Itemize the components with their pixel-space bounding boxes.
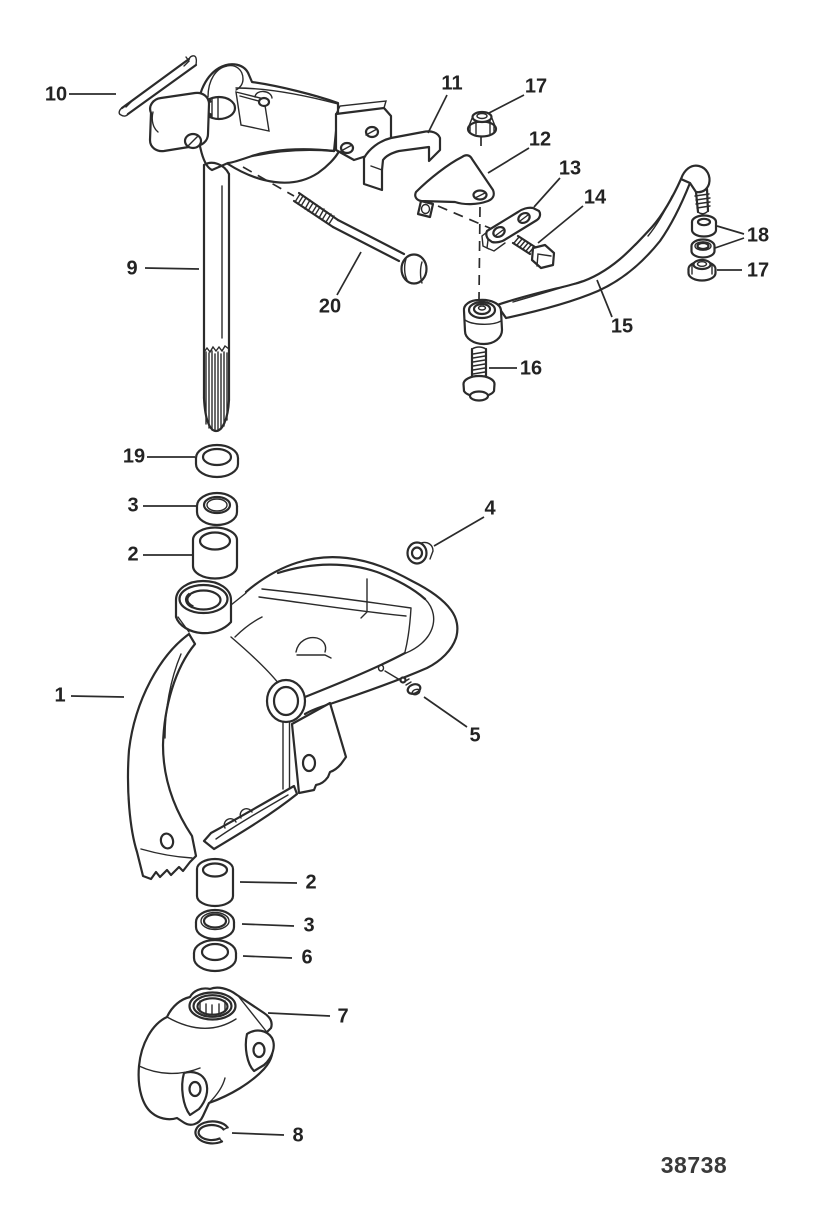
callout-labels: 10 9 20 11 17 12 13 14 15 16 18 17 19 3 …	[45, 72, 769, 1146]
leader-7	[267, 1012, 331, 1017]
part-17-locknut-right	[687, 258, 717, 282]
callout-6: 6	[301, 946, 312, 968]
leader-12	[487, 147, 530, 174]
leader-9	[144, 267, 200, 270]
callout-15: 15	[611, 315, 633, 337]
leader-lines	[69, 93, 745, 1136]
leader-1	[70, 695, 125, 698]
part-2-bushing-lower	[195, 857, 235, 908]
part-10-retainer-strip	[118, 55, 198, 117]
assembly-axis-diagonal-lower	[437, 205, 493, 230]
assembly-axis-diagonal-upper	[242, 166, 295, 197]
leader-6	[242, 955, 293, 959]
callout-19: 19	[123, 445, 145, 467]
part-19-thrust-washer	[194, 443, 240, 479]
part-20-pivot-bolt	[242, 166, 428, 285]
callout-3-lower: 3	[303, 914, 314, 936]
callout-5: 5	[469, 724, 480, 746]
callout-18: 18	[747, 224, 769, 246]
figure-number: 38738	[661, 1152, 727, 1178]
part-3-seal-upper	[195, 491, 239, 527]
callout-1: 1	[54, 684, 65, 706]
leader-15	[596, 279, 613, 318]
leader-20	[336, 251, 362, 296]
callout-4: 4	[484, 497, 496, 519]
part-9-swivel-shaft-arm	[148, 63, 393, 433]
part-11-clamp-bracket	[362, 130, 442, 192]
part-12-anchor-bracket	[414, 154, 495, 219]
leader-5	[423, 696, 468, 728]
callout-3-upper: 3	[127, 494, 138, 516]
callout-17-top: 17	[525, 75, 547, 97]
part-6-washer	[192, 938, 238, 973]
leader-14	[537, 205, 584, 244]
leader-11	[427, 94, 448, 134]
callout-9: 9	[126, 257, 137, 279]
leader-3-lower	[241, 923, 295, 927]
part-16-stud-bolt	[462, 346, 496, 402]
part-2-bushing-upper	[191, 526, 239, 580]
callout-8: 8	[292, 1124, 303, 1146]
leader-18	[714, 225, 745, 249]
leader-2-lower	[239, 881, 298, 884]
callout-13: 13	[559, 157, 581, 179]
leader-4	[433, 516, 485, 547]
part-14-link-bolt	[511, 234, 556, 270]
leader-13	[533, 177, 561, 208]
part-8-snap-ring	[194, 1120, 229, 1145]
part-15-steering-link-rod	[462, 164, 711, 346]
part-1-swivel-bracket	[126, 556, 459, 881]
part-3-seal-lower	[194, 908, 236, 941]
callout-17-right: 17	[747, 259, 769, 281]
assembly-axis-vertical	[437, 136, 493, 300]
callout-11: 11	[441, 72, 462, 94]
part-13-link-plate	[481, 206, 542, 252]
leader-8	[231, 1132, 285, 1136]
callout-16: 16	[520, 357, 542, 379]
part-18-washers	[690, 214, 718, 259]
leader-17-top	[488, 94, 525, 114]
callout-2-upper: 2	[127, 543, 138, 565]
callout-10: 10	[45, 83, 67, 105]
part-17-locknut-top	[466, 110, 498, 138]
callout-14: 14	[584, 186, 607, 208]
callout-7: 7	[337, 1005, 348, 1027]
callout-12: 12	[529, 128, 551, 150]
callout-20: 20	[319, 295, 341, 317]
callout-2-lower: 2	[305, 871, 316, 893]
part-5-grease-fitting	[384, 670, 422, 696]
part-4-bushing	[406, 541, 434, 565]
part-7-swivel-housing	[137, 986, 275, 1126]
